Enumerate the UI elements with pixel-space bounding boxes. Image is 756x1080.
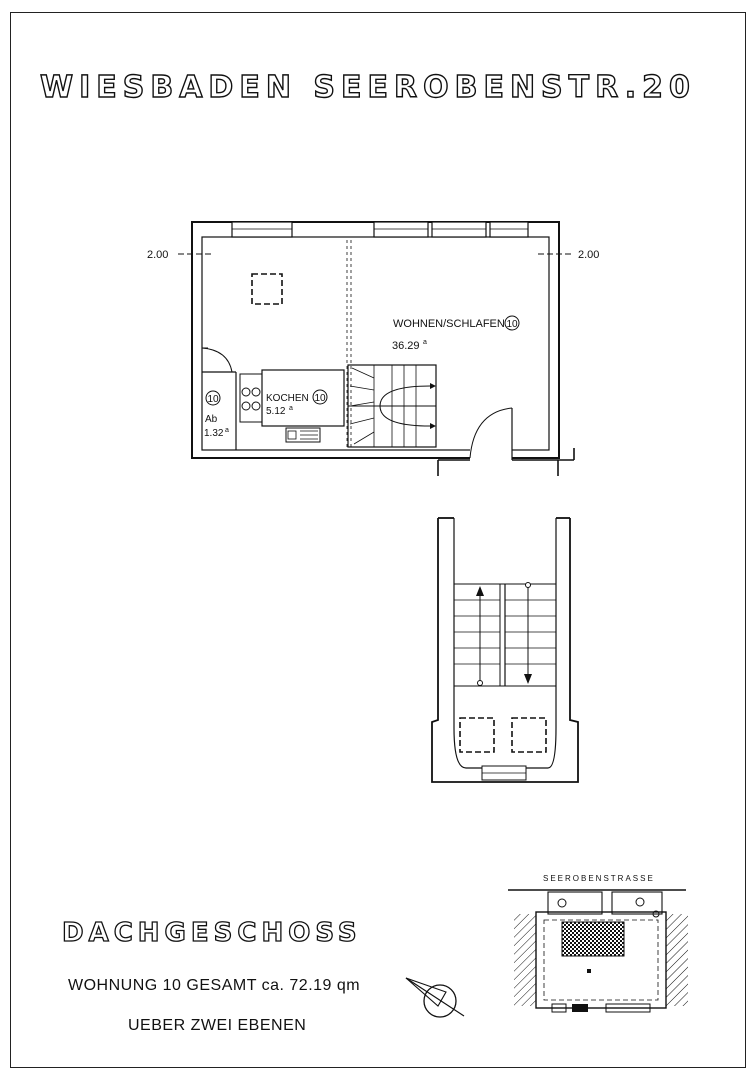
room-area-wohnen: 36.29 [392,340,420,352]
room-name-wohnen: WOHNEN/SCHLAFEN [393,318,505,330]
room-unit-kochen: a [289,405,293,412]
page-title: WIESBADEN SEEROBENSTR.20 [39,69,696,105]
level-right: 2.00 [578,249,599,261]
room-area-ab: 1.32 [204,428,224,439]
stairwell-plan [431,517,579,783]
room-area-kochen: 5.12 [266,406,286,417]
level-left: 2.00 [147,249,168,261]
room-unit-wohnen: a [423,339,427,346]
room-number-ab: 10 [207,394,219,405]
apartment-plan [178,221,575,476]
room-number-wohnen: 10 [506,319,518,330]
floor-title: DACHGESCHOSS [61,917,362,948]
drawing-sheet [10,12,746,1068]
site-street-name: SEEROBENSTRASSE [543,874,655,883]
site-plan [508,889,688,1013]
levels-note: UEBER ZWEI EBENEN [128,1017,307,1034]
room-name-ab: Ab [205,414,218,425]
north-arrow-icon [405,977,465,1018]
room-name-kochen: KOCHEN [266,393,309,404]
room-number-kochen: 10 [314,393,326,404]
room-unit-ab: a [225,427,229,434]
apartment-summary: WOHNUNG 10 GESAMT ca. 72.19 qm [68,977,361,994]
